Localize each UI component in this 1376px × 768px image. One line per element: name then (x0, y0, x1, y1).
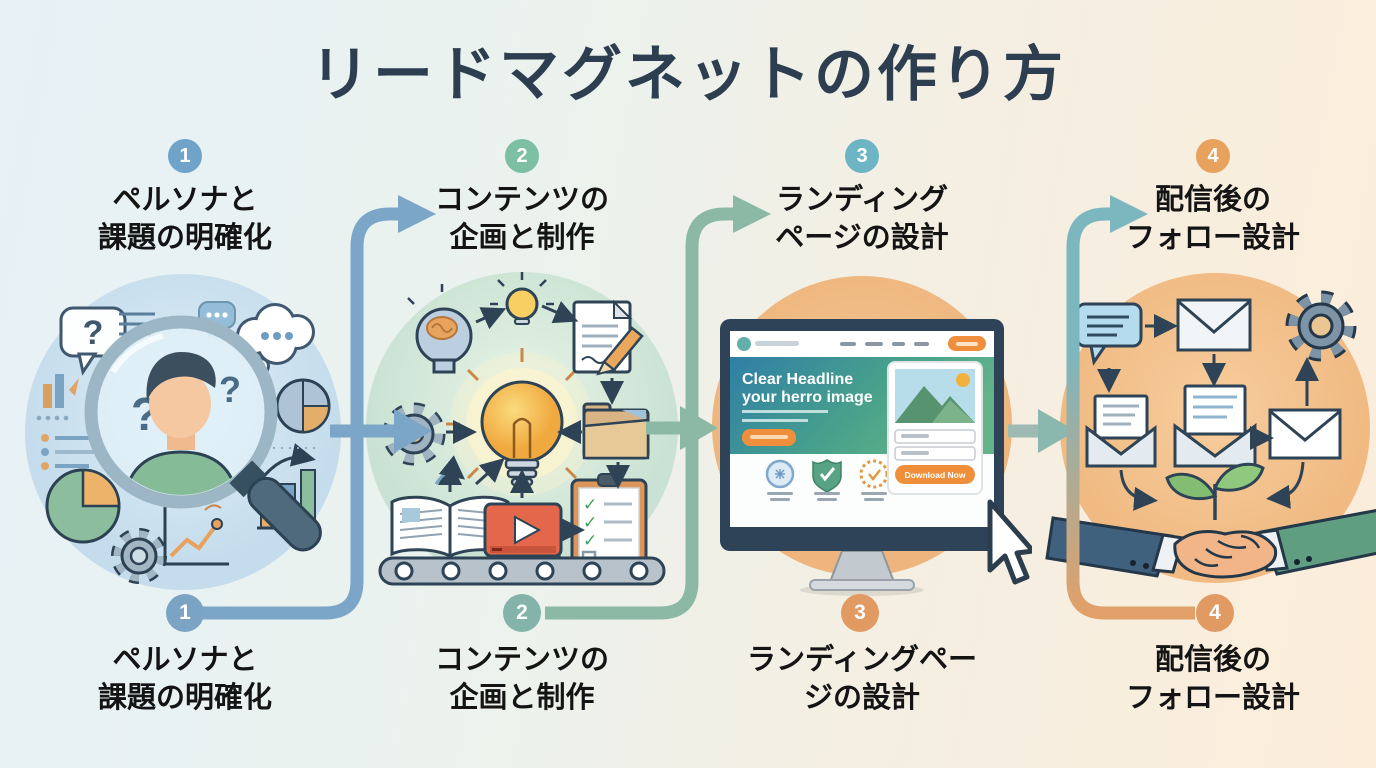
envelope-icon (1268, 408, 1342, 460)
landing-page-illustration: Clear Headline your herro image (712, 276, 1032, 596)
persona-research-illustration: ? (25, 274, 341, 590)
svg-text:✓: ✓ (583, 531, 597, 550)
conveyor-belt (378, 556, 666, 586)
page-title: リードマグネットの作り方 (310, 42, 1066, 108)
step2-top-label: コンテンツの 企画と制作 (434, 184, 609, 254)
envelope-icon (1176, 298, 1252, 352)
step1-top-label: ペルソナと 課題の明確化 (97, 184, 272, 254)
cursor-icon (987, 499, 1032, 585)
lead-form-card: Download Now (887, 361, 983, 495)
step1-top-badge: 1 (168, 139, 202, 173)
small-lightbulb-icon (490, 272, 554, 325)
step2-bottom-label: コンテンツの 企画と制作 (434, 644, 609, 714)
folder-icon (582, 402, 650, 460)
trust-badge-captions (767, 492, 887, 501)
svg-text:✓: ✓ (583, 495, 597, 514)
follow-up-illustration (1045, 273, 1376, 583)
mini-bars-icon (43, 374, 79, 408)
step1-bottom-badge: 1 (166, 594, 204, 632)
step4-bottom-label: 配信後の フォロー設計 (1125, 644, 1300, 714)
download-button-label: Download Now (905, 470, 966, 480)
step4-bottom-badge: 4 (1196, 594, 1234, 632)
brain-head-icon (407, 284, 473, 374)
question-bubble-icon: ? (59, 306, 127, 376)
gear-icon (111, 528, 167, 584)
svg-text:✓: ✓ (583, 513, 597, 532)
pie-chart-icon (45, 468, 121, 544)
step1-bottom-label: ペルソナと 課題の明確化 (97, 644, 272, 714)
site-logo (737, 337, 751, 351)
pie-chart-small-icon (275, 378, 331, 434)
video-player-icon (483, 502, 563, 562)
form-input-1 (894, 429, 976, 444)
open-envelope-icon (1085, 394, 1157, 468)
nav-items (840, 342, 929, 346)
hero-headline-1: Clear Headline (742, 371, 853, 388)
step4-top-label: 配信後の フォロー設計 (1125, 184, 1300, 254)
svg-text:?: ? (83, 314, 104, 352)
step3-top-badge: 3 (845, 139, 879, 173)
dot-row (36, 415, 69, 421)
trust-badge-blue (765, 459, 795, 489)
form-input-2 (894, 446, 976, 461)
hero-headline-2: your herro image (742, 389, 873, 406)
content-production-illustration: ✓ ✓ ✓ (366, 272, 678, 586)
step3-bottom-label: ランディングペー ジの設計 (747, 644, 977, 714)
step2-bottom-badge: 2 (503, 594, 541, 632)
download-button (895, 465, 975, 484)
gear-icon (1285, 290, 1357, 362)
step3-top-label: ランディング ページの設計 (775, 184, 949, 254)
step4-top-badge: 4 (1196, 139, 1230, 173)
step2-top-badge: 2 (505, 139, 539, 173)
landing-page-screen: Clear Headline your herro image (730, 336, 994, 527)
question-mark-right: ? (219, 369, 241, 410)
open-book-icon (390, 495, 510, 559)
step3-bottom-badge: 3 (841, 594, 879, 632)
